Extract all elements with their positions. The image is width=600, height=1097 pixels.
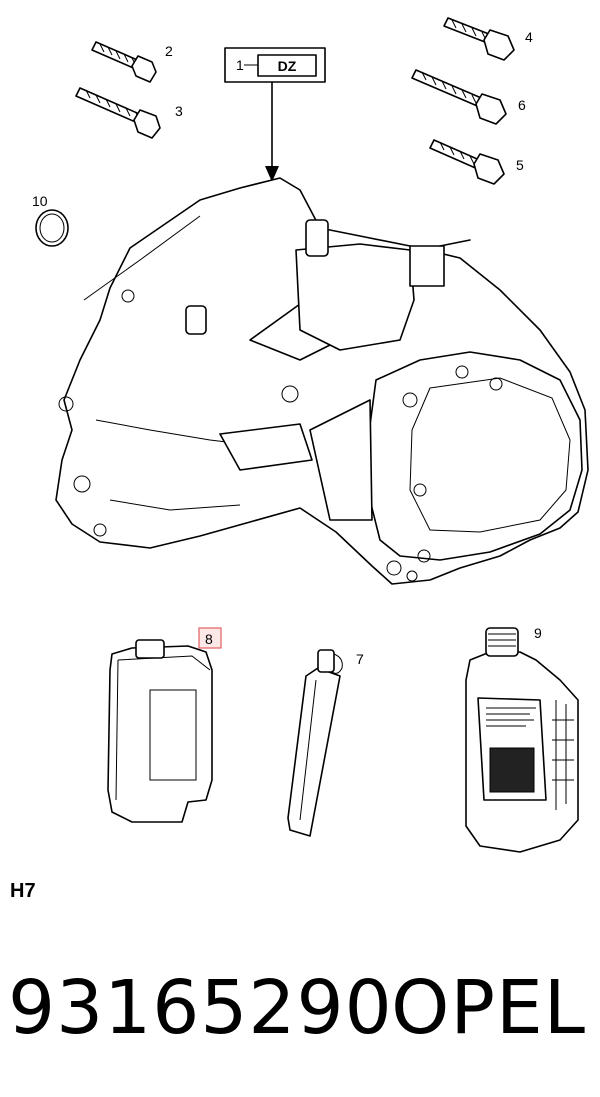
- highlight-box-8: [198, 627, 222, 649]
- oil-can-8: 8: [107, 627, 222, 823]
- part-number: 93165290: [8, 965, 393, 1051]
- callout-4: 4: [525, 29, 533, 45]
- callout-5: 5: [516, 157, 524, 173]
- transmission-illustration: [55, 177, 589, 585]
- callout-8: 8: [205, 631, 213, 647]
- callout-2: 2: [165, 43, 173, 59]
- group-code: DZ: [278, 58, 297, 74]
- oil-bottle-9: 9: [465, 625, 579, 853]
- callout-10: 10: [32, 193, 48, 209]
- brand-name: OPEL: [391, 965, 586, 1051]
- callout-1: 1: [236, 57, 244, 73]
- sealant-tube-7: 7: [287, 649, 364, 837]
- callout-6: 6: [518, 97, 526, 113]
- parts-diagram: 1 DZ 2 3 4 6 5 10: [32, 17, 589, 853]
- group-code-box: 1 DZ: [224, 47, 326, 182]
- bolt-6: 6: [411, 69, 526, 125]
- variant-label: H7: [10, 880, 36, 902]
- o-ring-10: 10: [32, 193, 69, 247]
- bolt-2: 2: [91, 41, 173, 83]
- callout-7: 7: [356, 651, 364, 667]
- callout-3: 3: [175, 103, 183, 119]
- bolt-3: 3: [75, 87, 183, 139]
- bolt-4: 4: [443, 17, 533, 61]
- bolt-5: 5: [429, 139, 524, 185]
- callout-9: 9: [534, 625, 542, 641]
